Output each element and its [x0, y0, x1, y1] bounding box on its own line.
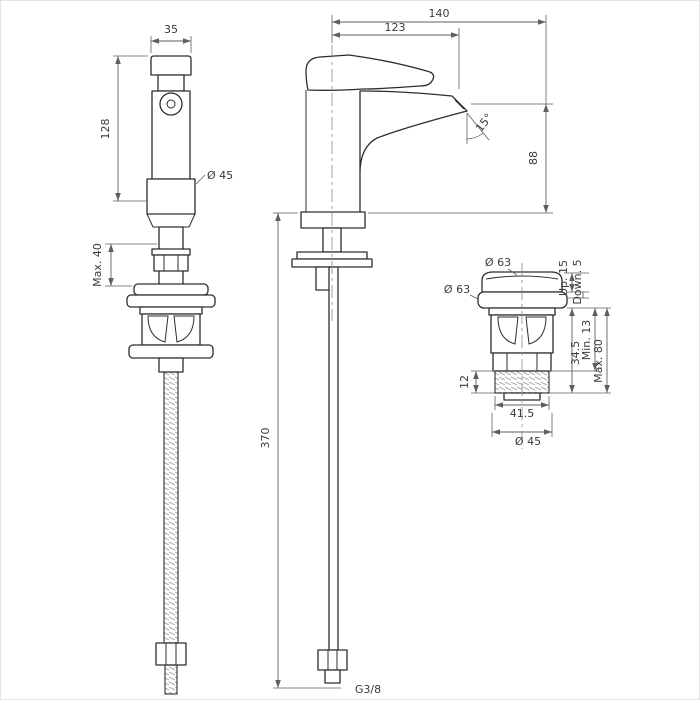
- dim-body-height: 34.5: [567, 307, 611, 393]
- hose-tail-side: [164, 664, 178, 695]
- spout-body: [359, 90, 468, 213]
- side-dimensions: 35 128 Ø 45 Max. 40: [91, 23, 233, 287]
- drain-plate-top-side: [133, 283, 209, 296]
- dim-overall-depth: 140: [331, 7, 547, 104]
- drain-cutout-left: [497, 316, 519, 345]
- lock-nut: [153, 254, 189, 272]
- drain-flange-diameter-label: Ø 63: [444, 283, 470, 296]
- dim-min-deck: Min. 13: [549, 308, 599, 372]
- washer: [151, 248, 191, 256]
- drain-dimensions: Ø 63 Ø 63 Up. 15 Down. 5 34.5: [444, 256, 611, 448]
- supply-hose: [328, 266, 339, 651]
- drain-neck-side: [158, 357, 184, 373]
- label-flange-diameter: Ø 63: [444, 283, 479, 300]
- drain-thread-length-label: 12: [458, 375, 471, 389]
- dim-spout-reach: 123: [332, 21, 460, 89]
- front-spout-angle-label: 15°: [473, 111, 495, 134]
- side-top-width-label: 35: [164, 23, 178, 36]
- dim-max-deck: Max. 80: [549, 308, 611, 394]
- dim-hose-length: 370: [259, 212, 341, 689]
- drain-body-width-label: 41.5: [510, 407, 535, 420]
- drain-up-stroke-label: Up. 15: [557, 260, 570, 296]
- dim-thread-length: 12: [458, 370, 495, 394]
- drain-plate-bottom-side: [128, 344, 214, 359]
- front-hose-length-label: 370: [259, 428, 272, 449]
- drain-cap-diameter-label: Ø 63: [485, 256, 511, 269]
- drain-max-deck-label: Max. 80: [592, 339, 605, 383]
- handle-lever: [305, 54, 435, 91]
- drain-down-stroke-label: Down. 5: [571, 259, 584, 304]
- handle-pivot: [159, 92, 183, 116]
- front-dimensions: 140 123 15° 88 370 G3/8: [259, 7, 553, 696]
- drain-ring-side: [139, 306, 203, 315]
- front-view: [291, 45, 468, 684]
- dim-top-width: 35: [150, 23, 192, 53]
- dim-body-width: 41.5: [494, 396, 550, 420]
- drain-cutout-right: [173, 315, 195, 343]
- dim-height: 128: [99, 55, 148, 202]
- body-taper: [146, 213, 196, 228]
- handle-pivot-center: [166, 99, 176, 109]
- dim-down-stroke: Down. 5: [567, 259, 589, 305]
- drain-flange: [477, 291, 568, 309]
- braided-hose-side: [163, 371, 179, 644]
- drain-body-height-label: 34.5: [569, 341, 582, 366]
- front-overall-depth-label: 140: [429, 7, 450, 20]
- dim-max-deck: Max. 40: [91, 243, 157, 287]
- body-base-side: [146, 178, 196, 215]
- hose-nut-front: [317, 649, 348, 671]
- dim-up-stroke: Up. 15: [557, 260, 589, 296]
- front-spout-height-label: 88: [527, 151, 540, 165]
- hose-nut-side: [155, 642, 187, 666]
- handle-neck: [157, 74, 185, 92]
- side-diameter-label: Ø 45: [207, 169, 233, 182]
- drain-thread-diameter-label: Ø 45: [515, 435, 541, 448]
- side-max-deck-label: Max. 40: [91, 243, 104, 287]
- dim-thread-diameter: Ø 45: [491, 413, 553, 448]
- drain-cutout-left: [147, 315, 169, 343]
- drain-view: [477, 263, 568, 449]
- dim-spout-angle: 15°: [466, 111, 495, 144]
- drain-cap-dome-line: [485, 275, 559, 280]
- front-spout-reach-label: 123: [385, 21, 406, 34]
- side-height-label: 128: [99, 119, 112, 140]
- label-body-diameter: Ø 45: [195, 169, 233, 185]
- handle-cap: [150, 55, 192, 76]
- drain-cutout-right: [525, 316, 547, 345]
- faucet-base: [300, 211, 366, 229]
- drain-min-deck-label: Min. 13: [580, 320, 593, 361]
- aerator-line: [454, 99, 465, 110]
- dim-spout-height: 88: [368, 103, 553, 214]
- side-view: [126, 55, 216, 695]
- label-cap-diameter: Ø 63: [485, 256, 518, 276]
- thread-stub: [324, 669, 341, 684]
- front-thread-size-label: G3/8: [355, 683, 381, 696]
- drain-flange-side: [126, 294, 216, 308]
